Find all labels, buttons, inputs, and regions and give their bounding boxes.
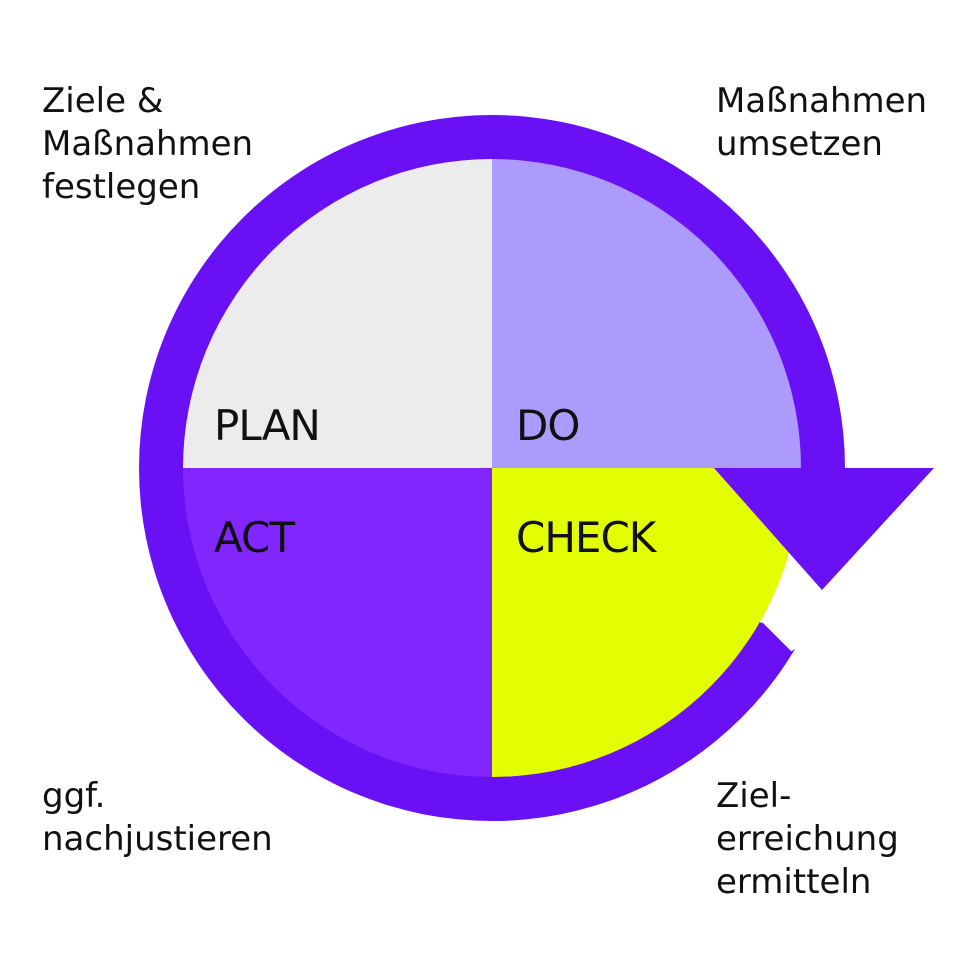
act-label: ACT xyxy=(214,513,295,562)
plan-description: Ziele & Maßnahmen festlegen xyxy=(42,80,253,209)
check-description: Ziel- erreichung ermitteln xyxy=(716,775,899,904)
check-description-line: Ziel- xyxy=(716,776,792,816)
cycle-arrowhead xyxy=(714,468,934,590)
do-description-line: umsetzen xyxy=(716,124,883,164)
check-description-line: erreichung xyxy=(716,819,899,859)
do-description-line: Maßnahmen xyxy=(716,81,928,121)
act-description: ggf. nachjustieren xyxy=(42,775,273,861)
do-label: DO xyxy=(516,401,579,450)
check-description-line: ermitteln xyxy=(716,862,872,902)
plan-description-line: Maßnahmen xyxy=(42,124,254,164)
do-quadrant xyxy=(492,159,801,468)
check-label: CHECK xyxy=(516,513,658,562)
act-description-line: nachjustieren xyxy=(42,819,273,859)
plan-label: PLAN xyxy=(214,401,320,450)
plan-description-line: festlegen xyxy=(42,167,201,207)
ring-tail xyxy=(492,622,792,821)
act-description-line: ggf. xyxy=(42,776,106,816)
plan-quadrant xyxy=(183,159,492,468)
do-description: Maßnahmen umsetzen xyxy=(716,80,927,166)
plan-description-line: Ziele & xyxy=(42,81,164,121)
check-quadrant xyxy=(492,468,801,777)
act-quadrant xyxy=(183,468,492,777)
